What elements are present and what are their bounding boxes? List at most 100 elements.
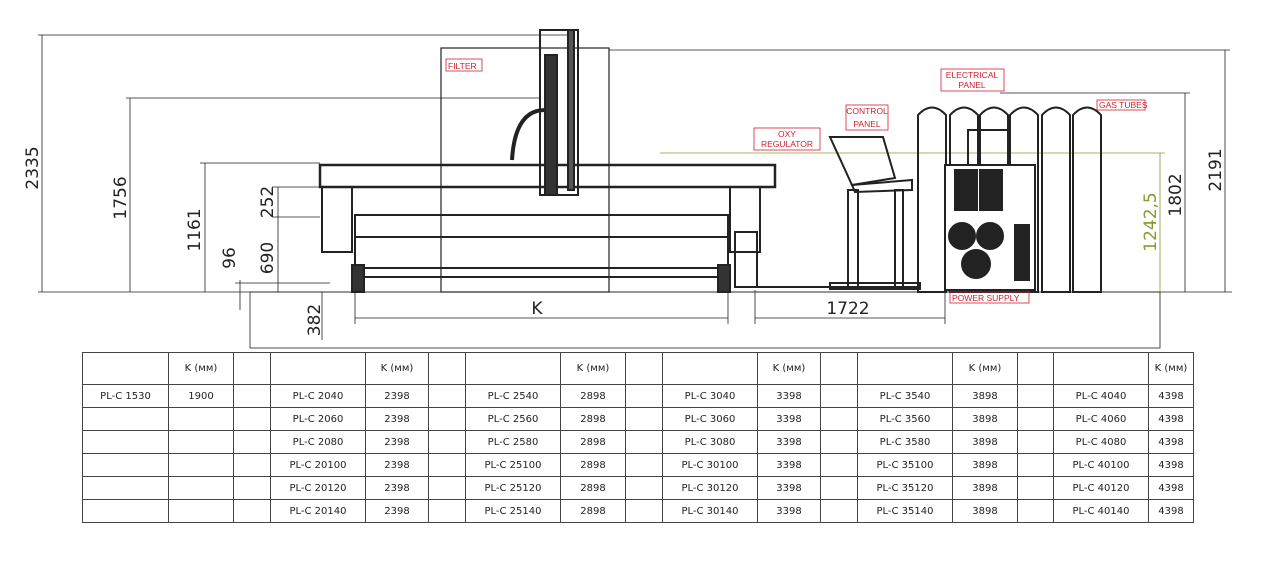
k-header: K (мм): [365, 352, 429, 385]
dim-382: 382: [305, 304, 325, 336]
spacer-cell: [233, 430, 271, 454]
model-cell: PL-C 4080: [1053, 430, 1149, 454]
spacer-cell: [428, 453, 466, 477]
k-value-cell: 3398: [757, 407, 821, 431]
k-header: K (мм): [952, 352, 1018, 385]
spacer-cell: [1017, 499, 1054, 523]
k-value-cell: 2398: [365, 499, 429, 523]
k-value-cell: 1900: [168, 384, 234, 408]
model-header: [465, 352, 561, 385]
dim-1242-5: 1242,5: [1141, 192, 1161, 251]
k-value-cell: 3398: [757, 453, 821, 477]
k-value-cell: 3398: [757, 499, 821, 523]
model-header: [1053, 352, 1149, 385]
model-cell: PL-C 3580: [857, 430, 953, 454]
k-value-cell: 2398: [365, 384, 429, 408]
spacer-cell: [428, 430, 466, 454]
k-value-cell: 4398: [1148, 407, 1194, 431]
electrical-panel-label: ELECTRICAL: [946, 70, 999, 80]
k-value-cell: 2898: [560, 407, 626, 431]
model-k-table: K (мм)K (мм)K (мм)K (мм)K (мм)K (мм)PL-C…: [82, 352, 1194, 523]
k-header: K (мм): [168, 352, 234, 385]
k-value-cell: 3898: [952, 453, 1018, 477]
spacer-cell: [233, 476, 271, 500]
k-value-cell: 4398: [1148, 384, 1194, 408]
model-cell: PL-C 2040: [270, 384, 366, 408]
spacer-cell: [820, 499, 858, 523]
model-cell: PL-C 20100: [270, 453, 366, 477]
model-cell: PL-C 25100: [465, 453, 561, 477]
labels: [445, 58, 1146, 304]
spacer-cell: [625, 476, 663, 500]
spacer-cell: [625, 384, 663, 408]
dim-1756: 1756: [111, 176, 131, 219]
gas-tubes: [917, 106, 1102, 293]
spacer-cell: [820, 430, 858, 454]
cutting-table: [318, 29, 920, 293]
k-header: K (мм): [560, 352, 626, 385]
k-value-cell: 2898: [560, 384, 626, 408]
k-value-cell: 2898: [560, 499, 626, 523]
power-supply-cabinet: [944, 129, 1036, 291]
k-value-cell: 2898: [560, 430, 626, 454]
spacer-cell: [625, 499, 663, 523]
spacer-cell: [233, 499, 271, 523]
k-value-cell: 3398: [757, 476, 821, 500]
k-value-cell: 3898: [952, 476, 1018, 500]
model-cell: PL-C 2060: [270, 407, 366, 431]
model-cell: [82, 453, 169, 477]
model-cell: [82, 407, 169, 431]
model-cell: PL-C 30100: [662, 453, 758, 477]
oxy-regulator-label: OXY: [778, 129, 796, 139]
k-value-cell: 2898: [560, 453, 626, 477]
model-header: [662, 352, 758, 385]
dim-252: 252: [258, 186, 278, 218]
model-cell: PL-C 25140: [465, 499, 561, 523]
model-cell: PL-C 25120: [465, 476, 561, 500]
model-cell: PL-C 35120: [857, 476, 953, 500]
model-cell: PL-C 20120: [270, 476, 366, 500]
model-cell: PL-C 1530: [82, 384, 169, 408]
k-value-cell: 4398: [1148, 499, 1194, 523]
dim-k: K: [531, 299, 543, 319]
spacer-cell: [1017, 384, 1054, 408]
model-cell: PL-C 30120: [662, 476, 758, 500]
spacer-cell: [1017, 352, 1054, 385]
power-supply-label: POWER SUPPLY: [952, 293, 1020, 303]
k-value-cell: 3898: [952, 430, 1018, 454]
k-header: K (мм): [1148, 352, 1194, 385]
control-panel-console: [828, 136, 921, 290]
spacer-cell: [625, 352, 663, 385]
model-cell: PL-C 35100: [857, 453, 953, 477]
model-cell: PL-C 2540: [465, 384, 561, 408]
k-value-cell: 3398: [757, 430, 821, 454]
k-value-cell: 4398: [1148, 453, 1194, 477]
spacer-cell: [233, 352, 271, 385]
k-header: K (мм): [757, 352, 821, 385]
k-value-cell: 3898: [952, 384, 1018, 408]
model-cell: PL-C 4060: [1053, 407, 1149, 431]
k-value-cell: 3898: [952, 499, 1018, 523]
model-header: [82, 352, 169, 385]
gas-tubes-label: GAS TUBES: [1099, 100, 1148, 110]
model-cell: PL-C 40100: [1053, 453, 1149, 477]
model-cell: [82, 430, 169, 454]
dim-96: 96: [220, 247, 240, 269]
control-panel-label-2: PANEL: [853, 119, 881, 129]
model-cell: PL-C 30140: [662, 499, 758, 523]
k-value-cell: 2398: [365, 407, 429, 431]
model-cell: PL-C 2580: [465, 430, 561, 454]
k-value-cell: [168, 453, 234, 477]
spacer-cell: [428, 384, 466, 408]
model-cell: PL-C 2080: [270, 430, 366, 454]
spacer-cell: [428, 407, 466, 431]
model-cell: PL-C 3540: [857, 384, 953, 408]
spacer-cell: [820, 407, 858, 431]
model-cell: [82, 499, 169, 523]
dim-1722: 1722: [826, 299, 869, 319]
model-header: [270, 352, 366, 385]
spacer-cell: [233, 407, 271, 431]
